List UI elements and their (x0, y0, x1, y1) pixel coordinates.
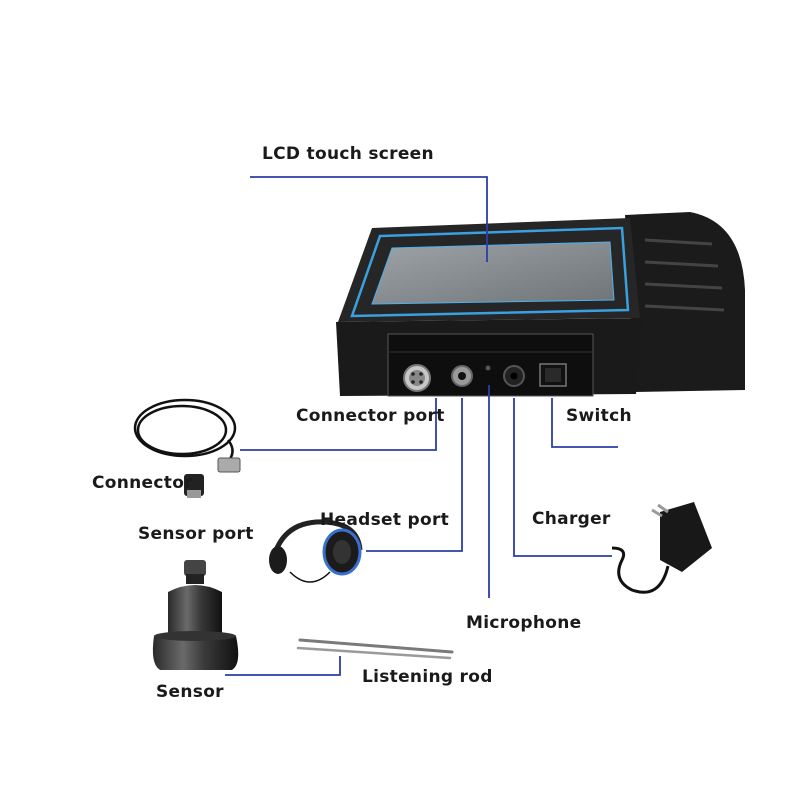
leader-lcd (250, 176, 488, 262)
leader-switch (551, 398, 618, 448)
connector-port-socket (403, 364, 431, 392)
lcd-screen (371, 241, 615, 305)
label-connector-port: Connector port (296, 406, 445, 426)
label-sensor: Sensor (156, 682, 224, 702)
label-switch: Switch (566, 406, 632, 426)
leader-headset-port (366, 398, 463, 552)
label-charger: Charger (532, 509, 611, 529)
battery-pack (625, 212, 745, 392)
label-headset-port: Headset port (320, 510, 450, 530)
headset-port-socket (451, 365, 473, 387)
sensor-device (152, 560, 239, 670)
label-sensor-port: Sensor port (138, 524, 254, 544)
label-connector: Connector (92, 473, 193, 493)
charger-adapter (611, 502, 712, 594)
leader-connector-port (240, 398, 437, 451)
charger-port-socket (503, 365, 525, 387)
listening-rod (296, 638, 454, 660)
screen-glow (350, 226, 630, 318)
cable-plug (184, 457, 241, 498)
label-microphone: Microphone (466, 613, 582, 633)
leader-charger (513, 398, 612, 557)
power-switch (539, 363, 567, 387)
label-lcd-touch-screen: LCD touch screen (262, 144, 434, 164)
detector-unit (336, 212, 745, 397)
headset (269, 519, 363, 583)
leader-sensor (225, 656, 341, 676)
label-listening-rod: Listening rod (362, 667, 493, 687)
connector-cable (133, 398, 237, 465)
leader-lines (225, 176, 618, 676)
microphone-hole (485, 365, 491, 371)
battery-ribs (644, 238, 725, 312)
